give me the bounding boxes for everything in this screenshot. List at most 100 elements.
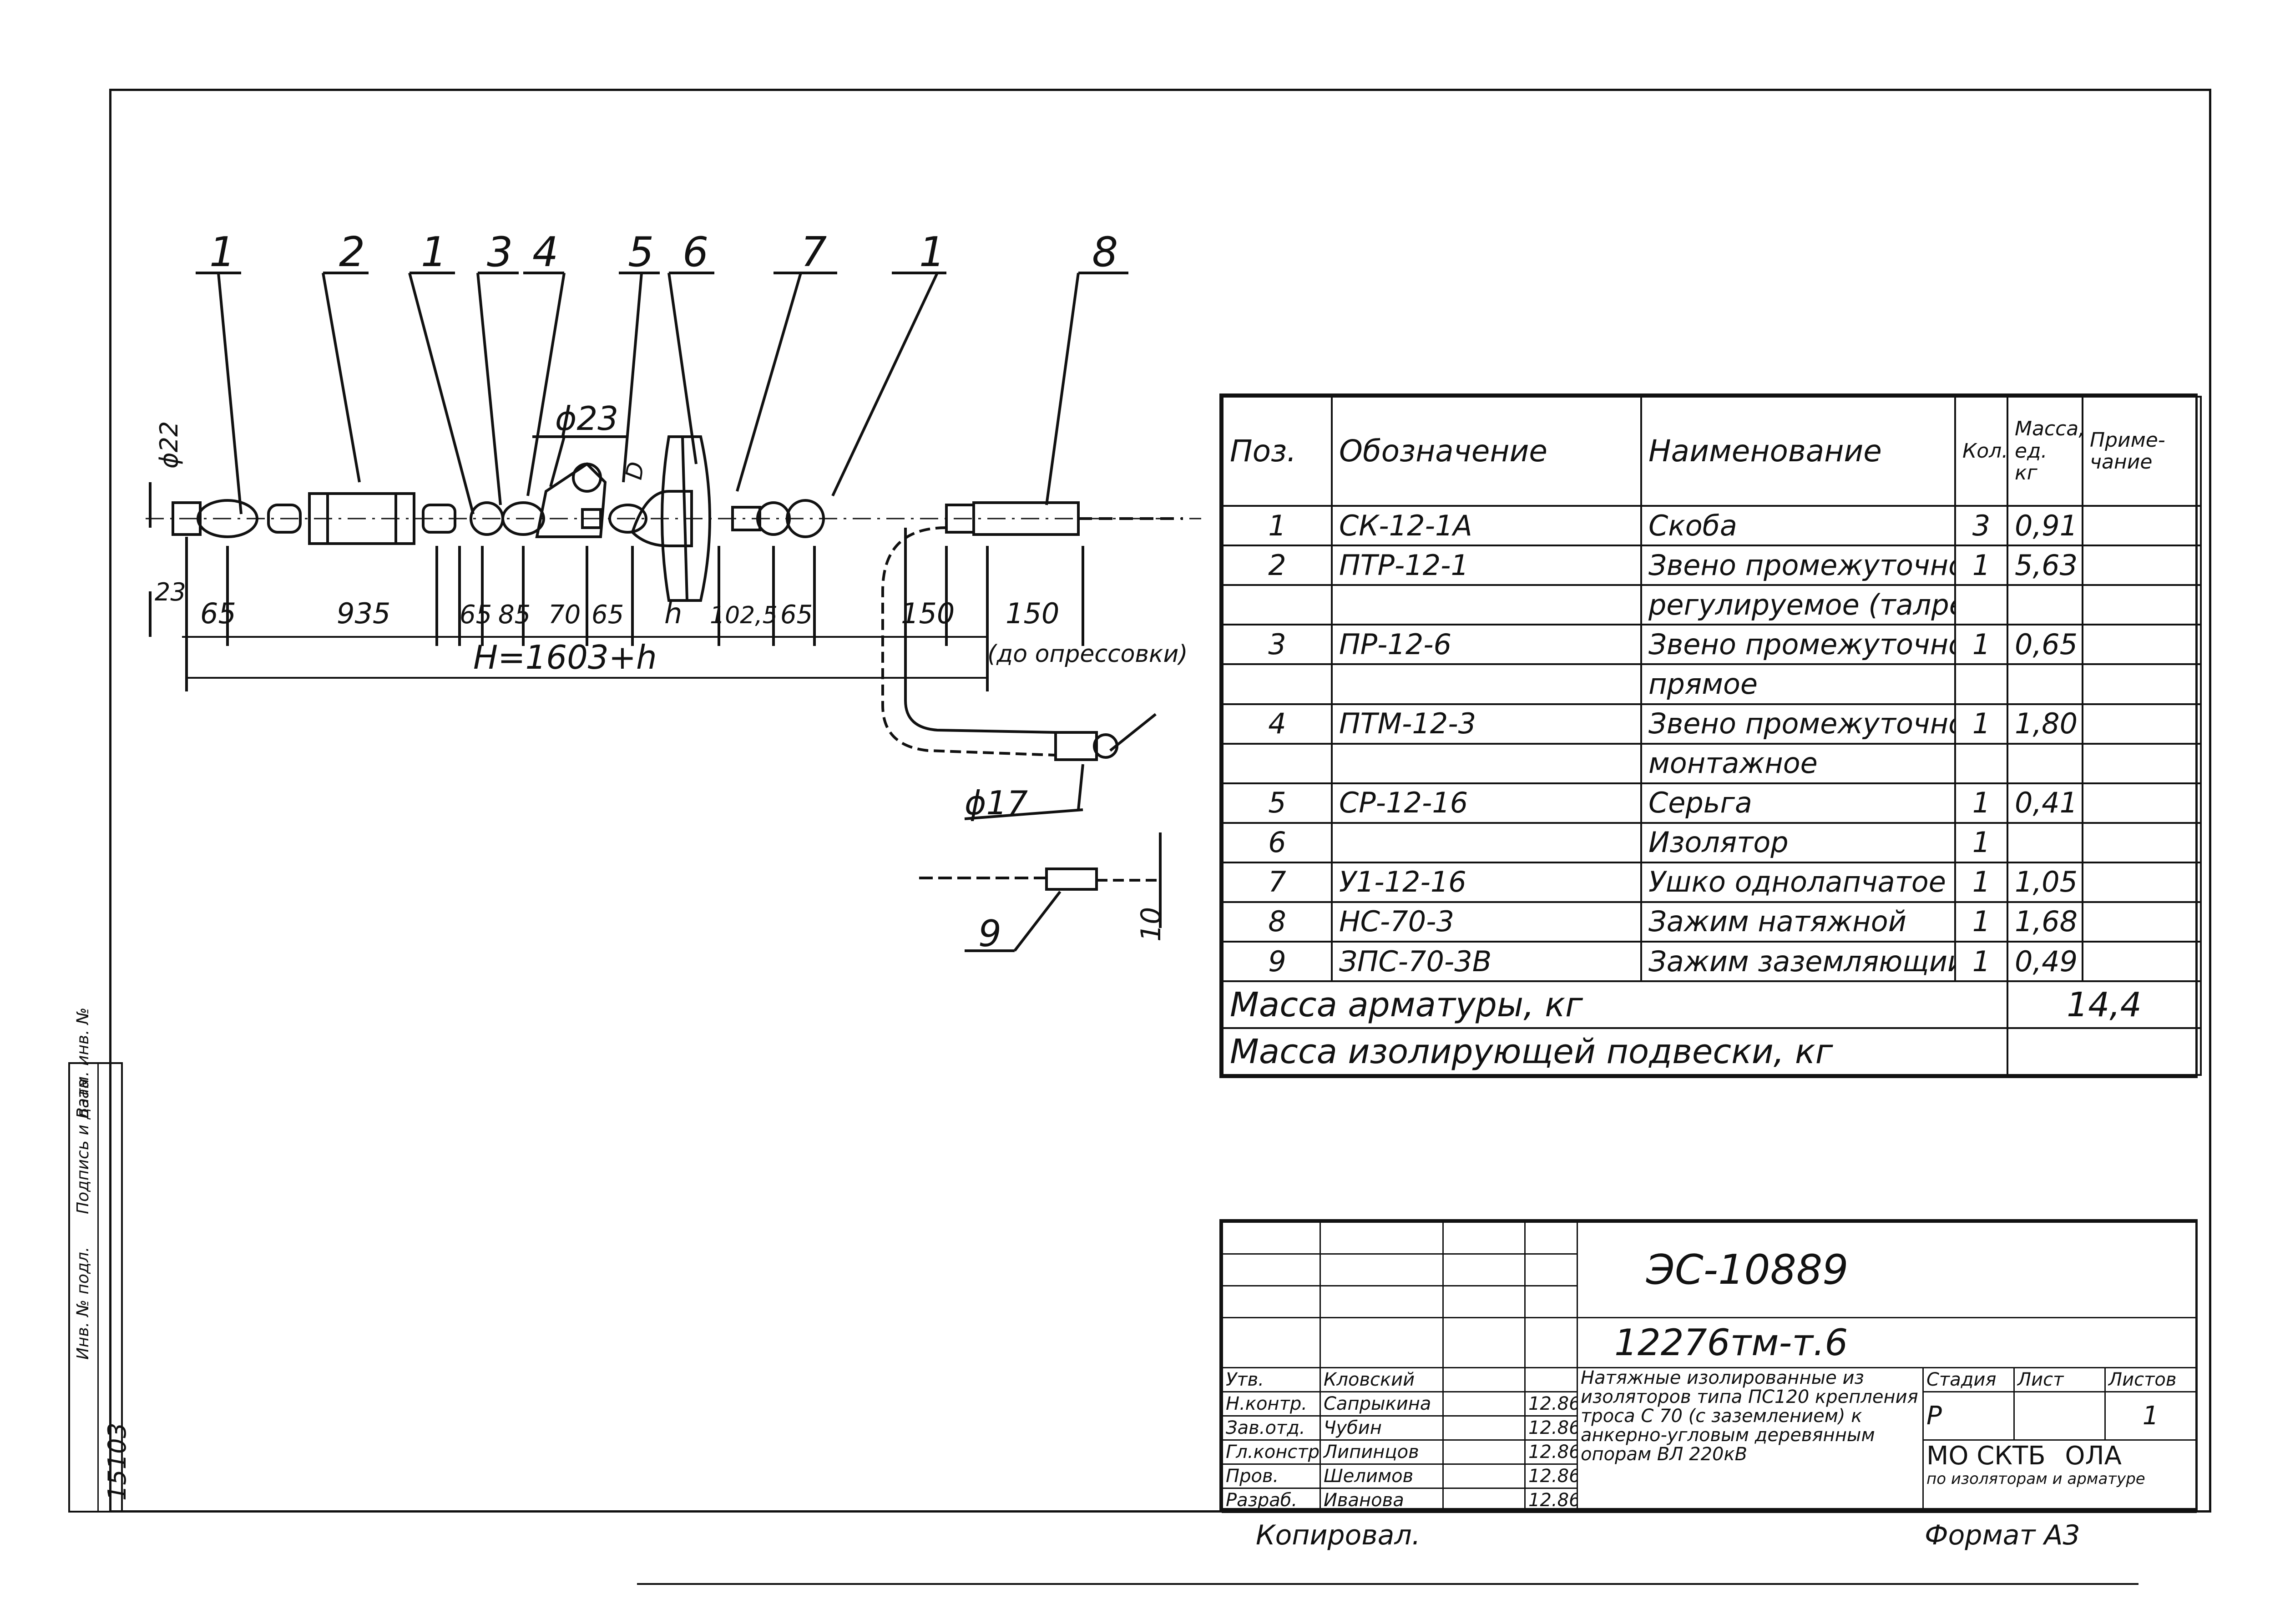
callout-9: 9 <box>978 913 1001 955</box>
spec-cell-qty: 1 <box>1954 624 2008 666</box>
tb-person-name: Сапрыкина <box>1320 1391 1444 1417</box>
spec-cell-pos: 2 <box>1222 545 1333 586</box>
dim-65c: 65 <box>592 600 624 630</box>
spec-cell-note <box>2082 861 2202 903</box>
hdr-name: Наименование <box>1640 395 1956 507</box>
tb-role: Гл.констр. <box>1222 1439 1321 1465</box>
tb-date: 12.86 <box>1524 1488 1578 1513</box>
specification-table: Поз. Обозначение Наименование Кол. Масса… <box>1219 393 2202 1078</box>
tb-signature <box>1442 1463 1526 1489</box>
mass-fittings-value: 14,4 <box>2007 980 2202 1029</box>
tb-stage: Р <box>1922 1391 2015 1441</box>
spec-cell-name: Ушко однолапчатое <box>1640 861 1956 903</box>
mass-suspension-label: Масса изолирующей подвески, кг <box>1222 1027 2008 1076</box>
dim-10: 10 <box>1135 907 1167 942</box>
callout-7: 7 <box>801 228 827 276</box>
callout-2: 2 <box>339 228 365 276</box>
spec-cell-note <box>2082 545 2202 586</box>
phi17-label: ϕ17 <box>965 784 1028 822</box>
callout-1c: 1 <box>919 228 945 276</box>
spec-cell-mass: 1,05 <box>2007 861 2083 903</box>
mass-fittings-row: Масса арматуры, кг 14,4 <box>1222 980 2202 1029</box>
dim-65b: 65 <box>460 600 492 630</box>
spec-row: монтажное <box>1222 742 2202 784</box>
spec-cell-mass: 1,68 <box>2007 901 2083 943</box>
spec-header-row: Поз. Обозначение Наименование Кол. Масса… <box>1222 395 2202 507</box>
dim-1025: 102,5 <box>710 602 778 629</box>
callout-1a: 1 <box>209 228 235 276</box>
spec-cell-qty: 1 <box>1954 545 2008 586</box>
spec-cell-pos: 4 <box>1222 703 1333 745</box>
phi23-label: ϕ23 <box>555 399 618 438</box>
spec-cell-mass <box>2007 584 2083 626</box>
dim-total: H=1603+h <box>473 638 657 676</box>
title-block: ЭС-10889 12276тм-т.6 Утв. Кловский Натяж… <box>1219 1219 2198 1513</box>
tb-person-row: Пров. Шелимов 12.86 <box>1222 1463 2196 1489</box>
callout-8: 8 <box>1092 228 1118 276</box>
tb-signature <box>1442 1439 1526 1465</box>
dim-150b: 150 <box>1006 597 1059 630</box>
spec-cell-mass: 0,91 <box>2007 505 2083 547</box>
tb-signature <box>1442 1367 1526 1392</box>
tb-sheet <box>2013 1391 2106 1441</box>
spec-cell-pos <box>1222 663 1333 705</box>
tb-date: 12.86 <box>1524 1463 1578 1489</box>
spec-cell-name: Зажим заземляющий <box>1640 940 1956 983</box>
dim-70: 70 <box>548 600 581 630</box>
tb-person-row: Зав.отд. Чубин 12.86 <box>1222 1415 2196 1441</box>
spec-row: прямое <box>1222 663 2202 705</box>
spec-cell-designation: ПТМ-12-3 <box>1331 703 1642 745</box>
spec-cell-designation: У1-12-16 <box>1331 861 1642 903</box>
tb-sheets-label: Листов <box>2104 1367 2197 1392</box>
copied-label: Копировал. <box>1256 1519 1421 1551</box>
tb-person-name: Чубин <box>1320 1415 1444 1441</box>
strip-divider <box>97 1064 99 1511</box>
tb-person-name: Шелимов <box>1320 1463 1444 1489</box>
spec-cell-pos <box>1222 584 1333 626</box>
spec-cell-pos: 6 <box>1222 822 1333 863</box>
spec-cell-mass <box>2007 822 2083 863</box>
tb-sheets: 1 <box>2104 1391 2197 1441</box>
tb-doc: 12276тм-т.6 <box>1576 1317 2197 1368</box>
tb-date: 12.86 <box>1524 1391 1578 1417</box>
spec-cell-pos: 5 <box>1222 782 1333 824</box>
tb-person-row: Гл.констр. Липинцов 12.86 МО СКТБ ОЛА по… <box>1222 1439 2197 1513</box>
hdr-pos: Поз. <box>1222 395 1333 507</box>
spec-cell-name: Зажим натяжной <box>1640 901 1956 943</box>
spec-cell-pos: 3 <box>1222 624 1333 666</box>
spec-cell-note <box>2082 624 2202 666</box>
spec-cell-qty: 1 <box>1954 822 2008 863</box>
dim-85: 85 <box>498 600 531 630</box>
drawing-frame <box>109 89 2211 1513</box>
spec-cell-mass: 0,65 <box>2007 624 2083 666</box>
spec-cell-mass: 0,49 <box>2007 940 2083 983</box>
spec-cell-designation <box>1331 663 1642 705</box>
tb-date <box>1524 1367 1578 1392</box>
hdr-qty: Кол. <box>1954 395 2008 507</box>
spec-cell-designation: СК-12-1А <box>1331 505 1642 547</box>
side-strip: Инв. № подл. Подпись и дата Взам. инв. №… <box>68 1008 131 1513</box>
dim-23: 23 <box>155 578 186 606</box>
spec-cell-mass <box>2007 742 2083 784</box>
tb-date: 12.86 <box>1524 1415 1578 1441</box>
spec-cell-qty <box>1954 742 2008 784</box>
spec-cell-qty: 1 <box>1954 782 2008 824</box>
tb-role: Утв. <box>1222 1367 1321 1392</box>
tb-org-sub: по изоляторам и арматуре <box>1926 1470 2145 1488</box>
spec-cell-designation: НС-70-3 <box>1331 901 1642 943</box>
phi22-label: ϕ22 <box>155 421 183 469</box>
spec-cell-name: Изолятор <box>1640 822 1956 863</box>
callout-5: 5 <box>628 228 654 276</box>
spec-cell-designation: ЗПС-70-3В <box>1331 940 1642 983</box>
dim-935: 935 <box>337 597 390 630</box>
spec-cell-pos: 8 <box>1222 901 1333 943</box>
spec-cell-designation: СР-12-16 <box>1331 782 1642 824</box>
spec-cell-name: прямое <box>1640 663 1956 705</box>
tb-signature <box>1442 1415 1526 1441</box>
spec-cell-note <box>2082 822 2202 863</box>
